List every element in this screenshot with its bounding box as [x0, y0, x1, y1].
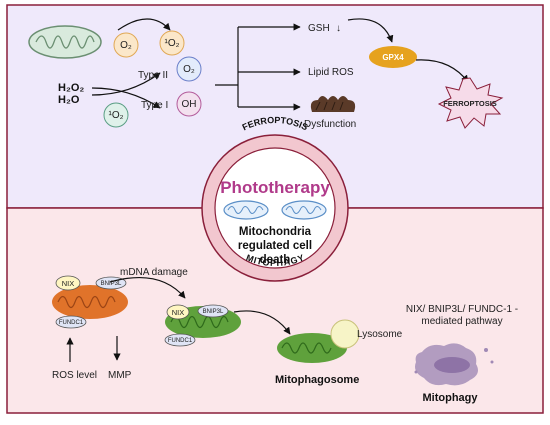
oxygen-circle [113, 32, 139, 58]
dysfunction-label: Dysfunction [304, 119, 356, 130]
mitophagy-label: Mitophagy [423, 392, 479, 404]
orange-mitochondrion-icon [52, 285, 128, 319]
singlet-oxygen-label: ¹O₂ [165, 38, 180, 49]
fundc1-tag-2 [164, 333, 196, 347]
mitochondria-pair-icon [223, 200, 327, 220]
oxygen-circle-2 [176, 56, 202, 82]
hydroxyl-circle [176, 91, 202, 117]
nix-tag-2 [166, 304, 190, 320]
ros-level-label: ROS level [52, 370, 97, 381]
mdna-damage-label: mDNA damage [120, 267, 188, 278]
ring-bottom-label: MITOPHAGY [245, 253, 306, 269]
fundc1-label: FUNDC1 [59, 320, 84, 326]
singlet-oxygen-circle [159, 30, 185, 56]
mitophagosome-label: Mitophagosome [275, 374, 359, 386]
lipid-ros-label: Lipid ROS [308, 67, 354, 78]
center-line-3: death [260, 254, 291, 266]
nix-label-2: NIX [172, 308, 185, 317]
bnip3l-label: BNIP3L [101, 281, 122, 287]
fundc1-label-2: FUNDC1 [168, 338, 193, 344]
oxygen-label: O₂ [120, 40, 132, 51]
damaged-mitochondrion-icon [310, 96, 356, 112]
center-core [214, 147, 336, 269]
center-line-1: Mitochondria [239, 226, 312, 238]
mmp-label: MMP [108, 370, 132, 381]
mitophagy-icon [414, 343, 494, 386]
gsh-label: GSH [308, 23, 330, 34]
nix-tag [55, 275, 81, 291]
lysosome-icon [330, 319, 360, 349]
lysosome-label: Lysosome [357, 329, 403, 340]
center-line-2: regulated cell [238, 240, 312, 252]
bnip3l-label-2: BNIP3L [203, 309, 224, 315]
ferroptosis-label: FERROPTOSIS [443, 99, 497, 108]
nix-label: NIX [62, 279, 75, 288]
gpx4-node [369, 46, 417, 68]
h2o2-label: H₂O₂ [58, 82, 84, 94]
phototherapy-title: Phototherapy [220, 178, 330, 197]
bnip3l-tag-2 [197, 304, 229, 318]
pathway-line-1: NIX/ BNIP3L/ FUNDC-1 - [406, 304, 518, 315]
ferroptosis-burst [437, 77, 504, 129]
mitophagosome-icon [277, 333, 347, 363]
oxygen-label-2: O₂ [183, 64, 195, 75]
pathway-line-2: mediated pathway [421, 316, 502, 327]
gpx4-label: GPX4 [382, 53, 404, 62]
type-i-label: Type I [141, 100, 168, 111]
h2o-label: H₂O [58, 94, 80, 106]
mitochondrion-icon [28, 25, 102, 59]
type-ii-label: Type II [138, 70, 168, 81]
singlet-oxygen-circle-2 [103, 102, 129, 128]
hydroxyl-label: OH [182, 99, 197, 110]
singlet-oxygen-label-2: ¹O₂ [109, 110, 124, 121]
gsh-decrease-arrow: ↓ [336, 23, 341, 34]
fundc1-tag [55, 315, 87, 329]
